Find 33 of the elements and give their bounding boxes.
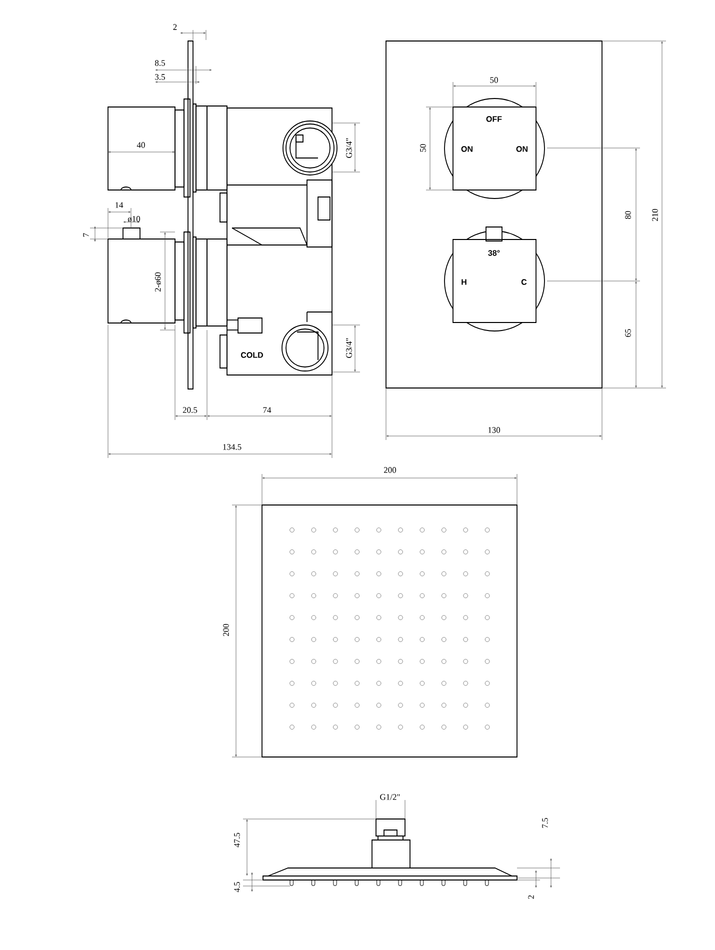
dimension-label: 130 bbox=[488, 427, 500, 433]
marking-label: COLD bbox=[241, 352, 263, 358]
dimension-label: G1/2" bbox=[380, 794, 400, 800]
dimension-label: 74 bbox=[263, 407, 272, 413]
dimension-label: 50 bbox=[420, 144, 426, 152]
dimension-label: 2 bbox=[173, 24, 177, 30]
dimension-label: 40 bbox=[136, 142, 145, 148]
dimension-label: 20.5 bbox=[182, 407, 198, 413]
dimension-label: 80 bbox=[625, 211, 631, 219]
dimension-label: 47.5 bbox=[234, 832, 240, 848]
dimension-label: 65 bbox=[625, 329, 631, 337]
marking-label: ON bbox=[461, 146, 472, 152]
dimension-label: G3/4" bbox=[346, 138, 352, 158]
dimension-label: 50 bbox=[490, 77, 498, 83]
dimension-label: 210 bbox=[652, 208, 658, 221]
dimension-label: 2-ø60 bbox=[155, 272, 161, 292]
marking-label: C bbox=[521, 279, 527, 285]
dimension-label: 200 bbox=[384, 467, 396, 473]
marking-label: ON bbox=[516, 146, 528, 152]
marking-label: 38° bbox=[488, 250, 500, 256]
dimension-label: 8.5 bbox=[155, 60, 165, 66]
dimension-label: 7 bbox=[83, 233, 89, 237]
marking-label: OFF bbox=[486, 116, 502, 122]
dimension-label: 4.5 bbox=[234, 882, 240, 892]
dimension-label: 14 bbox=[116, 202, 124, 208]
dimension-label: 134.5 bbox=[223, 444, 242, 450]
dimension-label: ø10 bbox=[128, 216, 140, 222]
marking-label: H bbox=[462, 279, 466, 285]
dimension-label: 200 bbox=[223, 624, 229, 636]
dimension-label: G3/4" bbox=[346, 338, 352, 358]
dimension-label: 7.5 bbox=[542, 818, 548, 828]
dimension-label: 3.5 bbox=[155, 74, 165, 80]
dimension-label: 2 bbox=[528, 895, 534, 899]
